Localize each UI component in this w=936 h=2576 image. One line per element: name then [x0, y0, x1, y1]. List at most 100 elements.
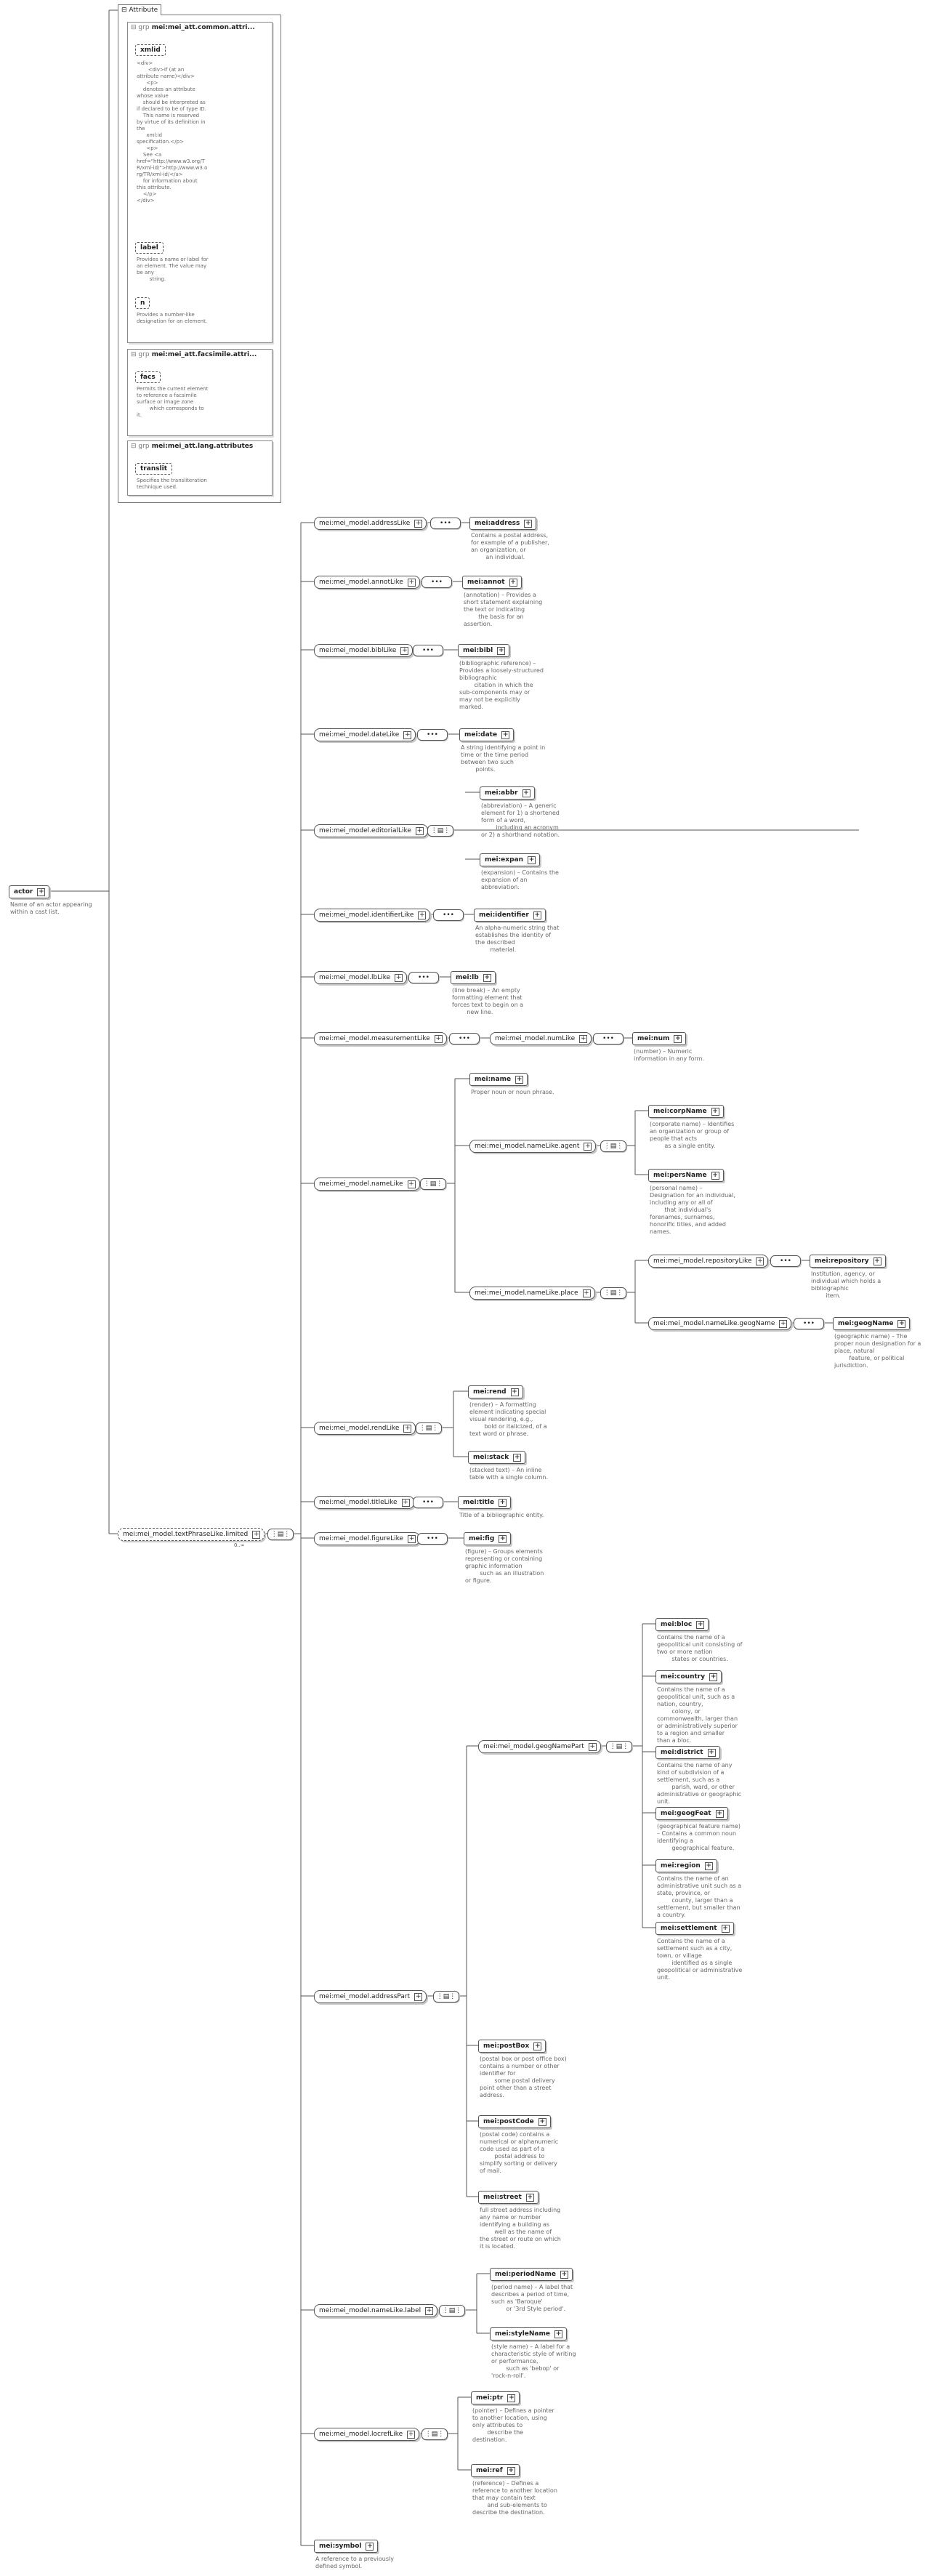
plus-expand-icon[interactable]: +	[509, 579, 517, 587]
group-titlelike[interactable]: mei:mei_model.titleLike+	[314, 1496, 414, 1509]
plus-expand-icon[interactable]: +	[584, 1143, 592, 1151]
element-name[interactable]: mei:name+	[469, 1073, 528, 1086]
plus-expand-icon[interactable]: +	[501, 731, 510, 739]
element-street[interactable]: mei:street+	[478, 2191, 538, 2204]
group-datelike[interactable]: mei:mei_model.dateLike+	[314, 728, 416, 741]
plus-expand-icon[interactable]: +	[525, 2194, 534, 2202]
element-region[interactable]: mei:region+	[655, 1859, 717, 1872]
plus-expand-icon[interactable]: +	[497, 647, 506, 655]
element-annot[interactable]: mei:annot+	[462, 576, 522, 589]
plus-expand-icon[interactable]: +	[721, 1925, 730, 1933]
plus-expand-icon[interactable]: +	[554, 2330, 562, 2338]
attribute-xmlid[interactable]: xmlid	[135, 44, 166, 56]
attribute-group-facsimile[interactable]: ⊟ grp mei:mei_att.facsimile.attri... fac…	[127, 349, 273, 436]
plus-expand-icon[interactable]: +	[538, 2118, 546, 2126]
plus-expand-icon[interactable]: +	[779, 1320, 788, 1328]
plus-expand-icon[interactable]: +	[524, 520, 533, 528]
plus-expand-icon[interactable]: +	[715, 1810, 724, 1818]
group-editoriallike[interactable]: mei:mei_model.editorialLike+	[314, 824, 428, 837]
element-periodname[interactable]: mei:periodName+	[490, 2268, 573, 2281]
element-symbol[interactable]: mei:symbol+	[314, 2540, 379, 2553]
plus-expand-icon[interactable]: +	[434, 1035, 443, 1043]
plus-expand-icon[interactable]: +	[873, 1257, 881, 1265]
plus-expand-icon[interactable]: +	[366, 2543, 374, 2551]
element-repository[interactable]: mei:repository+	[810, 1255, 886, 1268]
group-namelike-geogname[interactable]: mei:mei_model.nameLike.geogName+	[648, 1317, 792, 1330]
element-geogfeat[interactable]: mei:geogFeat+	[655, 1807, 728, 1820]
element-postcode[interactable]: mei:postCode+	[478, 2115, 551, 2128]
plus-expand-icon[interactable]: +	[579, 1035, 588, 1043]
element-expan[interactable]: mei:expan+	[480, 853, 540, 866]
group-repositorylike[interactable]: mei:mei_model.repositoryLike+	[648, 1255, 769, 1268]
plus-expand-icon[interactable]: +	[515, 1076, 524, 1084]
plus-expand-icon[interactable]: +	[588, 1743, 597, 1751]
plus-expand-icon[interactable]: +	[403, 1425, 412, 1433]
plus-expand-icon[interactable]: +	[528, 856, 536, 864]
element-ptr[interactable]: mei:ptr+	[471, 2391, 520, 2404]
plus-expand-icon[interactable]: +	[252, 1531, 261, 1539]
plus-expand-icon[interactable]: +	[711, 1108, 719, 1116]
group-namelike-place[interactable]: mei:mei_model.nameLike.place+	[469, 1287, 595, 1300]
group-namelike[interactable]: mei:mei_model.nameLike+	[314, 1178, 420, 1191]
plus-expand-icon[interactable]: +	[418, 911, 427, 919]
group-figurelike[interactable]: mei:mei_model.figureLike+	[314, 1532, 421, 1545]
plus-expand-icon[interactable]: +	[756, 1257, 764, 1265]
plus-expand-icon[interactable]: +	[704, 1862, 713, 1870]
element-stylename[interactable]: mei:styleName+	[490, 2327, 567, 2340]
plus-expand-icon[interactable]: +	[513, 1454, 522, 1462]
plus-expand-icon[interactable]: +	[403, 731, 412, 739]
plus-expand-icon[interactable]: +	[533, 911, 541, 919]
element-rend[interactable]: mei:rend+	[468, 1385, 523, 1398]
plus-expand-icon[interactable]: +	[37, 888, 46, 896]
element-fig[interactable]: mei:fig+	[464, 1532, 512, 1545]
plus-expand-icon[interactable]: +	[897, 1320, 906, 1328]
group-lblike[interactable]: mei:mei_model.lbLike+	[314, 971, 408, 984]
element-corpname[interactable]: mei:corpName+	[648, 1105, 724, 1118]
plus-expand-icon[interactable]: +	[507, 2467, 515, 2475]
attribute-group-lang[interactable]: ⊟ grp mei:mei_att.lang.attributes transl…	[127, 440, 273, 496]
group-measurementlike[interactable]: mei:mei_model.measurementLike+	[314, 1032, 447, 1045]
plus-expand-icon[interactable]: +	[674, 1035, 682, 1043]
plus-expand-icon[interactable]: +	[522, 789, 530, 797]
element-district[interactable]: mei:district+	[655, 1746, 720, 1759]
element-settlement[interactable]: mei:settlement+	[655, 1922, 734, 1935]
group-textphraselike-limited[interactable]: mei:mei_model.textPhraseLike.limited+	[118, 1528, 265, 1541]
collapse-icon[interactable]: ⊟	[121, 7, 129, 14]
plus-expand-icon[interactable]: +	[425, 2307, 434, 2315]
element-address[interactable]: mei:address+	[469, 517, 537, 530]
plus-expand-icon[interactable]: +	[407, 579, 416, 587]
plus-expand-icon[interactable]: +	[407, 2431, 416, 2439]
plus-expand-icon[interactable]: +	[408, 1535, 416, 1543]
group-rendlike[interactable]: mei:mei_model.rendLike+	[314, 1422, 416, 1435]
plus-expand-icon[interactable]: +	[414, 520, 423, 528]
attribute-label[interactable]: label	[135, 242, 164, 254]
element-persname[interactable]: mei:persName+	[648, 1169, 724, 1182]
plus-expand-icon[interactable]: +	[395, 974, 403, 982]
plus-expand-icon[interactable]: +	[560, 2271, 568, 2279]
plus-expand-icon[interactable]: +	[709, 1673, 718, 1681]
element-date[interactable]: mei:date+	[459, 728, 515, 741]
plus-expand-icon[interactable]: +	[507, 2394, 516, 2402]
element-abbr[interactable]: mei:abbr+	[480, 786, 535, 800]
group-bibllike[interactable]: mei:mei_model.biblLike+	[314, 644, 413, 657]
group-locreflike[interactable]: mei:mei_model.locrefLike+	[314, 2428, 420, 2441]
element-postbox[interactable]: mei:postBox+	[478, 2040, 546, 2053]
element-num[interactable]: mei:num+	[632, 1032, 687, 1045]
attribute-facs[interactable]: facs	[135, 371, 161, 383]
element-geogname[interactable]: mei:geogName+	[833, 1317, 911, 1330]
root-element-actor[interactable]: actor+	[9, 885, 50, 898]
element-country[interactable]: mei:country+	[655, 1670, 722, 1683]
plus-expand-icon[interactable]: +	[483, 974, 491, 982]
plus-expand-icon[interactable]: +	[415, 827, 424, 835]
group-identifierlike[interactable]: mei:mei_model.identifierLike+	[314, 909, 431, 922]
plus-expand-icon[interactable]: +	[499, 1535, 507, 1543]
plus-expand-icon[interactable]: +	[414, 1993, 423, 2001]
plus-expand-icon[interactable]: +	[707, 1749, 716, 1757]
plus-expand-icon[interactable]: +	[407, 1180, 416, 1188]
element-lb[interactable]: mei:lb+	[451, 971, 496, 984]
element-stack[interactable]: mei:stack+	[468, 1451, 526, 1464]
attribute-tab[interactable]: ⊟ Attribute	[118, 4, 162, 15]
group-namelike-agent[interactable]: mei:mei_model.nameLike.agent+	[469, 1140, 597, 1153]
plus-expand-icon[interactable]: +	[582, 1289, 591, 1297]
plus-expand-icon[interactable]: +	[711, 1172, 719, 1180]
